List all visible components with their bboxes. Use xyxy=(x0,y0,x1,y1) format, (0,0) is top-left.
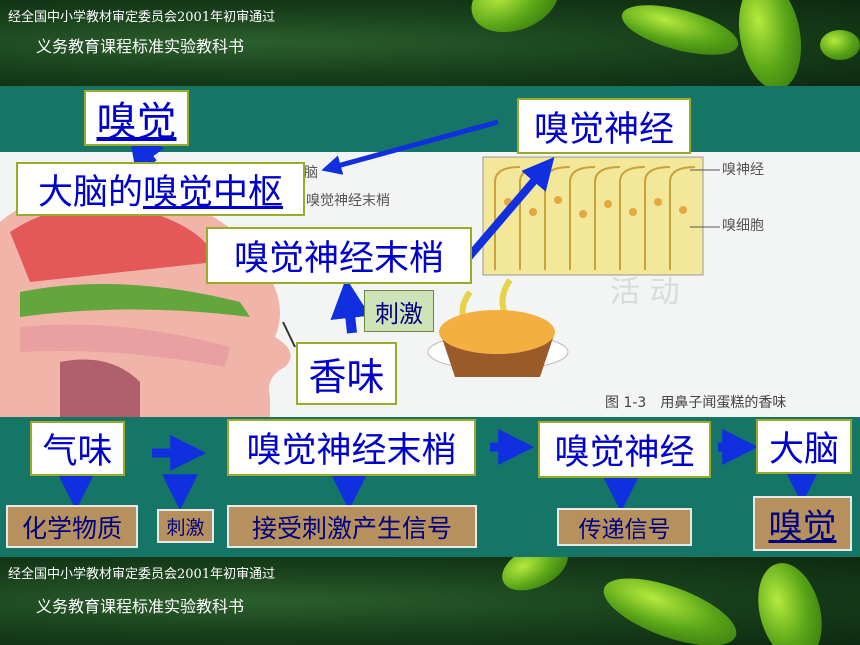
header-banner: 经全国中小学教材审定委员会2001年初审通过 义务教育课程标准实验教科书 xyxy=(0,0,860,86)
footer-series-title: 义务教育课程标准实验教科书 xyxy=(36,597,245,616)
nasal-cavity xyxy=(20,284,250,317)
palate xyxy=(20,324,230,367)
flow-step-olfactory-nerve: 嗅觉神经 xyxy=(538,421,711,478)
arrow-up xyxy=(330,278,371,334)
arrow-up xyxy=(128,130,165,170)
olfactory-nerve-label: 嗅觉神经 xyxy=(517,98,691,154)
note-receive-stimulus: 接受刺激产生信号 xyxy=(227,505,477,548)
brain-prefix: 大脑的 xyxy=(37,172,143,213)
note-chemical-substance: 化学物质 xyxy=(6,505,138,548)
olfactory-center-text: 嗅觉中枢 xyxy=(143,172,284,213)
leaf-decoration xyxy=(494,557,576,600)
leaf-decoration xyxy=(820,30,860,60)
approval-text: 经全国中小学教材审定委员会2001年初审通过 xyxy=(8,10,276,25)
leaf-decoration xyxy=(748,557,832,645)
arrow-left xyxy=(321,119,499,175)
aroma-label: 香味 xyxy=(296,342,397,405)
figure-caption: 图 1-3 用鼻子闻蛋糕的香味 xyxy=(605,395,787,411)
brain-shape xyxy=(10,205,215,282)
olfaction-label: 嗅觉 xyxy=(84,90,189,146)
note-transmit-signal: 传递信号 xyxy=(557,508,692,546)
svg-text:活 动: 活 动 xyxy=(610,275,680,310)
footer-approval-text: 经全国中小学教材审定委员会2001年初审通过 xyxy=(8,567,276,582)
series-title: 义务教育课程标准实验教科书 xyxy=(36,37,245,56)
cake-top xyxy=(439,310,555,354)
stimulus-label: 刺激 xyxy=(364,290,434,332)
flow-step-brain: 大脑 xyxy=(756,419,852,474)
throat xyxy=(60,359,140,417)
flow-step-nerve-endings: 嗅觉神经末梢 xyxy=(227,419,476,476)
flow-step-odor: 气味 xyxy=(30,421,125,476)
smell-cell-figure-label: 嗅细胞 xyxy=(722,218,764,234)
note-stimulus: 刺激 xyxy=(157,509,214,543)
note-olfaction: 嗅觉 xyxy=(753,496,852,551)
leaf-decoration xyxy=(595,564,745,645)
footer-banner: 经全国中小学教材审定委员会2001年初审通过 义务教育课程标准实验教科书 xyxy=(0,557,860,645)
brain-figure-label: 脑 xyxy=(304,165,318,181)
smell-nerve-figure-label: 嗅神经 xyxy=(722,162,764,178)
nerve-ending-figure-label: 嗅觉神经末梢 xyxy=(306,193,390,209)
nerve-endings-label: 嗅觉神经末梢 xyxy=(206,227,472,284)
arrow-up-right xyxy=(464,157,555,261)
brain-olfactory-center-label: 大脑的嗅觉中枢 xyxy=(16,162,305,216)
